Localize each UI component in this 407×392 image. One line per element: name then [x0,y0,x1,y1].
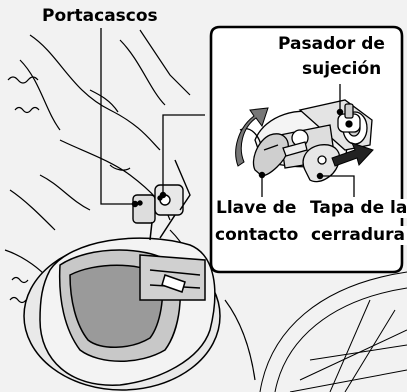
push-arrow-icon [331,142,374,167]
retaining-pin-label-line2: sujeción [302,59,382,79]
retaining-pin-icon [337,103,361,133]
motorcycle-frame [4,29,256,381]
ignition-key-icon [252,133,308,177]
ignition-key-label-line1: Llave de [214,198,299,218]
helmet [23,214,221,391]
lock-cover-label-line2: cerradura [309,225,407,245]
rotate-arrow-icon [235,107,269,167]
helmet-holder-label: Portacascos [42,6,158,26]
leader-lines [100,28,205,208]
lock-cover-icon [302,144,341,183]
lock-cover-label-line1: Tapa de la [308,199,407,218]
inset-leader-lines [258,84,355,197]
rear-wheel [259,271,407,392]
ignition-key-label-line2: contacto [213,225,301,245]
retaining-pin-label-line1: Pasador de [278,34,385,54]
helmet-holder-hook [132,159,191,224]
